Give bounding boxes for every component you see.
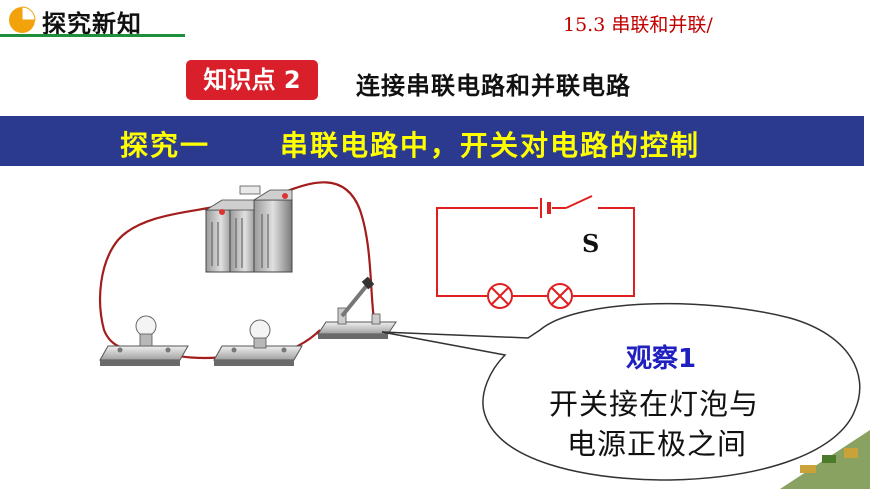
knowledge-point-badge: 知识点 2 — [186, 60, 318, 100]
knife-switch-icon — [317, 276, 397, 339]
battery-symbol-icon — [540, 198, 551, 218]
header-underline — [0, 34, 185, 37]
lamp-symbol-1-icon — [487, 283, 513, 309]
lamp-symbol-2-icon — [547, 283, 573, 309]
pie-icon — [9, 6, 36, 33]
bulb-board-1-icon — [99, 315, 189, 366]
knowledge-point-title: 连接串联电路和并联电路 — [356, 72, 631, 100]
topic-banner: 探究一 串联电路中，开关对电路的控制 — [0, 116, 864, 166]
wire-loop — [98, 181, 376, 360]
corner-decoration-icon — [780, 430, 870, 489]
series-circuit-schematic — [436, 195, 635, 297]
bulb-board-2-icon — [213, 319, 303, 366]
bubble-title: 观察1 — [626, 344, 697, 374]
battery-pack-icon — [204, 185, 293, 273]
section-title: 探究新知 — [42, 10, 142, 38]
banner-part-a: 探究一 — [120, 129, 211, 162]
chapter-title: 15.3 串联和并联/ — [563, 14, 713, 36]
switch-label: S — [582, 229, 600, 258]
banner-part-b: 串联电路中，开关对电路的控制 — [280, 129, 701, 162]
bubble-line-1: 开关接在灯泡与 — [549, 387, 760, 421]
bubble-line-2: 电源正极之间 — [567, 427, 748, 461]
callout-bubble — [381, 302, 861, 481]
header: 探究新知 15.3 串联和并联/ — [0, 0, 870, 40]
